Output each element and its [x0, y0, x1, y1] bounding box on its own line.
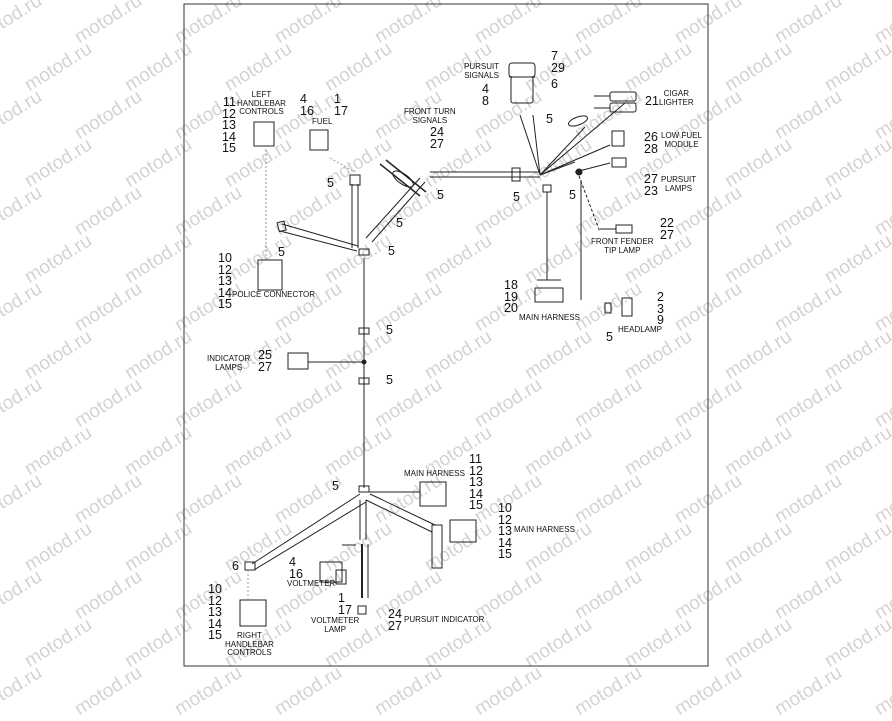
callout-pursuit-lamps: 27 23 — [644, 172, 658, 198]
watermark-text: motod.ru — [271, 662, 346, 720]
front-fender-connector — [615, 224, 633, 234]
connector — [276, 220, 287, 233]
callout-pursuit-signals-c: 4 8 — [482, 82, 489, 108]
watermark-text: motod.ru — [771, 662, 846, 720]
voltmeter-lamp-label: VOLTMETER LAMP — [311, 616, 360, 634]
connector — [511, 167, 521, 182]
callout-headlamp: 2 3 9 — [657, 290, 664, 327]
main-harness-2-block — [449, 519, 477, 543]
callout-low-fuel: 26 28 — [644, 130, 658, 156]
callout-item-5: 5 — [396, 216, 403, 230]
watermark-text: motod.ru — [0, 662, 46, 720]
callout-pursuit-indicator: 24 27 — [388, 607, 402, 633]
connector — [357, 605, 367, 615]
callout-cigar-lighter: 21 — [645, 94, 659, 108]
connector — [542, 184, 552, 193]
callout-item-5: 5 — [332, 479, 339, 493]
watermark-text: motod.ru — [171, 662, 246, 720]
diagram-drawing — [183, 3, 709, 667]
pursuit-signals-lamp — [508, 62, 536, 78]
pursuit-indicator-label: PURSUIT INDICATOR — [404, 615, 485, 624]
callout-main-harness-top: 18 19 20 — [504, 278, 518, 315]
lower-right-harness — [365, 493, 436, 533]
callout-front-turn: 24 27 — [430, 125, 444, 151]
connector — [349, 174, 361, 186]
pursuit-signals-label: PURSUIT SIGNALS — [464, 62, 500, 80]
callout-voltmeter: 4 16 — [289, 555, 303, 581]
cigar-lighter-label: CIGAR LIGHTER — [659, 89, 694, 107]
voltmeter-label: VOLTMETER — [287, 579, 336, 588]
low-fuel-module — [611, 130, 625, 147]
watermark-text: motod.ru — [471, 662, 546, 720]
front-turn-label: FRONT TURN SIGNALS — [404, 107, 456, 125]
callout-police-connector: 10 12 13 14 15 — [218, 251, 232, 311]
police-connector-block — [257, 259, 283, 291]
right-cluster-harness — [430, 171, 540, 178]
diagram-frame — [183, 3, 709, 667]
left-handlebar-block — [253, 121, 275, 147]
fuel-label: FUEL — [312, 117, 333, 126]
lower-left-harness — [251, 493, 367, 571]
voltmeter-lamp-block — [335, 569, 347, 585]
callout-left-handlebar: 11 12 13 14 15 — [222, 95, 236, 155]
left-handlebar-harness — [279, 223, 359, 252]
callout-item-5: 5 — [278, 245, 285, 259]
main-harness-1-label: MAIN HARNESS — [404, 469, 465, 478]
connector — [244, 561, 256, 571]
headlamp-label: HEADLAMP — [618, 325, 663, 334]
callout-pursuit-signals-a: 7 29 — [551, 49, 565, 75]
front-turn-harness — [365, 177, 426, 243]
callout-item-5: 5 — [327, 176, 334, 190]
fuel-harness — [351, 184, 359, 248]
connector — [358, 377, 370, 385]
connector — [358, 248, 370, 256]
watermark-text: motod.ru — [71, 662, 146, 720]
main-harness-2-label: MAIN HARNESS — [514, 525, 575, 534]
callout-voltmeter-lamp: 1 17 — [338, 591, 352, 617]
callout-main-harness-1: 11 12 13 14 15 — [469, 452, 483, 512]
callout-item-5: 5 — [546, 112, 553, 126]
indicator-lamps-label: INDICATOR LAMPS — [207, 354, 251, 372]
main-harness-1-block — [419, 481, 447, 507]
voltmeter-block — [319, 561, 343, 583]
callout-right-handlebar: 10 12 13 14 15 — [208, 582, 222, 642]
fuel-block — [309, 129, 329, 151]
low-fuel-label: LOW FUEL MODULE — [661, 131, 702, 149]
watermark-text: motod.ru — [671, 662, 746, 720]
callout-fuel-b: 1 17 — [334, 92, 348, 118]
callout-item-5: 5 — [569, 188, 576, 202]
main-harness-top-label: MAIN HARNESS — [519, 313, 580, 322]
watermark-text: motod.ru — [371, 662, 446, 720]
police-connector-label: POLICE CONNECTOR — [232, 290, 315, 299]
pursuit-lamps-label: PURSUIT LAMPS — [661, 175, 697, 193]
callout-item-5: 5 — [386, 373, 393, 387]
main-harness-connector — [534, 287, 564, 303]
connector — [358, 327, 370, 335]
callout-item-5: 5 — [388, 244, 395, 258]
callout-item-5: 5 — [437, 188, 444, 202]
callout-front-fender: 22 27 — [660, 216, 674, 242]
indicator-lamps-block — [287, 352, 309, 370]
callout-pursuit-signals-b: 6 — [551, 77, 558, 91]
pursuit-lamps-connector — [611, 157, 627, 168]
callout-main-harness-2: 10 12 13 14 15 — [498, 501, 512, 561]
callout-item-5: 5 — [513, 190, 520, 204]
right-handlebar-label: RIGHT HANDLEBAR CONTROLS — [225, 631, 274, 657]
right-handlebar-block — [239, 599, 267, 627]
front-fender-label: FRONT FENDER TIP LAMP — [591, 237, 654, 255]
headlamp-connector — [621, 297, 633, 317]
callout-fuel-a: 4 16 — [300, 92, 314, 118]
cigar-lighter — [609, 91, 637, 102]
callout-item-6: 6 — [232, 559, 239, 573]
connector — [358, 485, 370, 493]
callout-item-5: 5 — [386, 323, 393, 337]
watermark-text: motod.ru — [571, 662, 646, 720]
callout-item-5: 5 — [606, 330, 613, 344]
watermark-text: motod.ru — [871, 662, 892, 720]
callout-indicator-lamps: 25 27 — [258, 348, 272, 374]
left-handlebar-label: LEFT HANDLEBAR CONTROLS — [237, 90, 286, 116]
